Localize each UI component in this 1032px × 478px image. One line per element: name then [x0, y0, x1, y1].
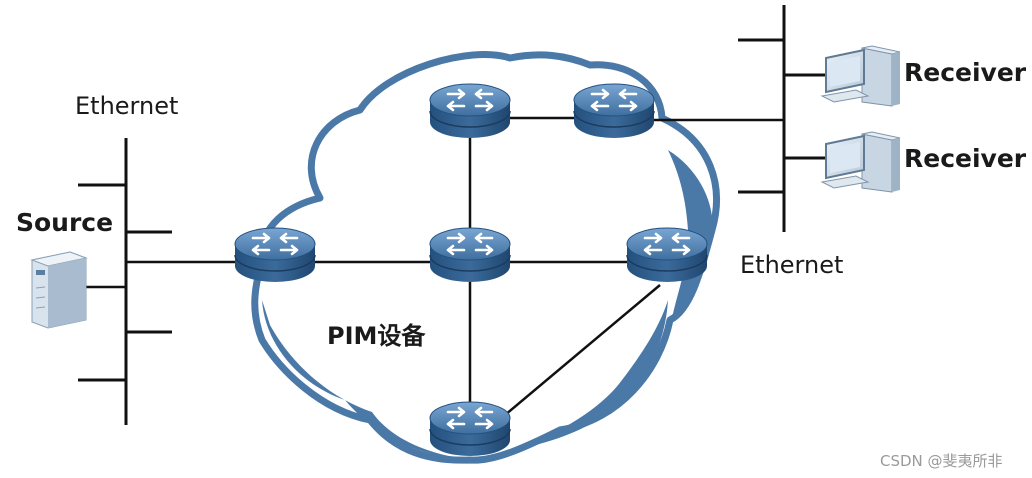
router-icon [428, 82, 512, 140]
pim-domain-cloud-shade-right [520, 300, 668, 448]
router-icon [233, 226, 317, 284]
workstation-icon [820, 45, 901, 107]
workstation-icon [820, 131, 901, 193]
receiver-label-2: Receiver [904, 144, 1027, 173]
router-icon [625, 226, 709, 284]
router-icon [428, 226, 512, 284]
pim-devices-label: PIM设备 [327, 322, 426, 350]
ethernet-label-left: Ethernet [75, 92, 179, 120]
watermark: CSDN @斐夷所非 [880, 452, 1003, 470]
ethernet-bus-left [78, 138, 172, 425]
router-icon [428, 400, 512, 458]
ethernet-label-right: Ethernet [740, 251, 844, 279]
link-right-bottom [504, 284, 661, 416]
source-label: Source [16, 208, 114, 237]
receiver-label-1: Receiver [904, 58, 1027, 87]
router-icon [572, 82, 656, 140]
server-icon [30, 251, 88, 329]
ethernet-bus-right [738, 5, 828, 232]
